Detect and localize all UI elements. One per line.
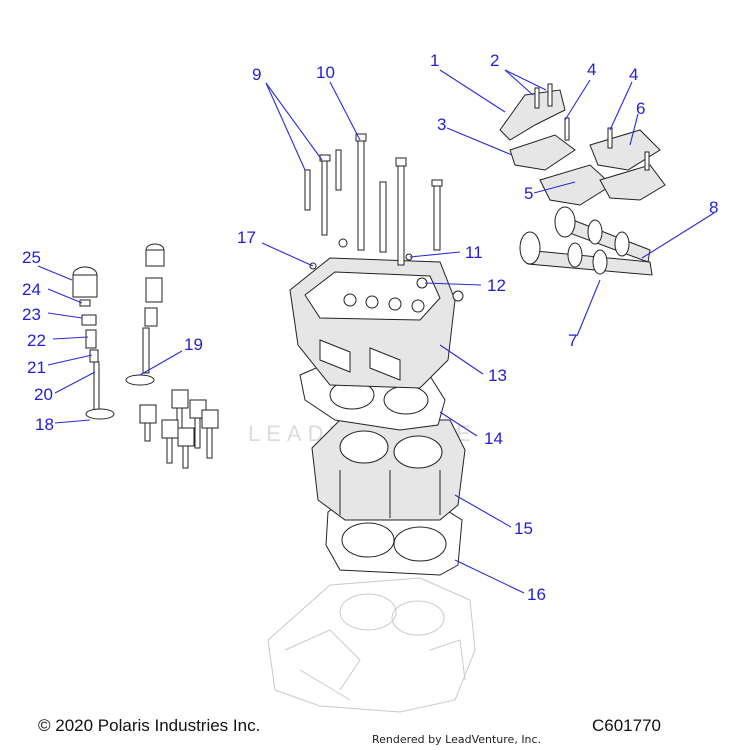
callout-13: 13 <box>488 366 507 385</box>
callout-22: 22 <box>27 331 46 350</box>
cylinder-head <box>289 257 456 389</box>
valve-lifter-cluster <box>139 389 219 469</box>
callout-23: 23 <box>22 305 41 324</box>
crankcase-ghost-illustration <box>267 577 476 713</box>
callout-2: 2 <box>490 51 499 70</box>
callout-7: 7 <box>568 331 577 350</box>
callout-1: 1 <box>430 51 439 70</box>
callout-8: 8 <box>709 198 718 217</box>
callout-16: 16 <box>527 585 546 604</box>
callout-10: 10 <box>316 63 335 82</box>
callout-19: 19 <box>184 335 203 354</box>
callout-24: 24 <box>22 280 41 299</box>
rendered-by-credit: Rendered by LeadVenture, Inc. <box>372 733 542 746</box>
callout-4-right: 4 <box>629 65 638 84</box>
callout-numbers: 1 2 3 4 4 5 6 7 8 9 10 11 12 13 14 15 16… <box>22 51 718 604</box>
callout-18: 18 <box>35 415 54 434</box>
head-bolts <box>304 133 443 266</box>
valve-assembly-center <box>125 243 165 386</box>
callout-12: 12 <box>487 276 506 295</box>
camshaft-caps <box>499 83 666 206</box>
callout-4-left: 4 <box>587 60 596 79</box>
cylinder-block <box>311 419 466 521</box>
callout-9: 9 <box>252 65 261 84</box>
valve-assembly-left <box>72 266 115 420</box>
small-fasteners <box>309 238 464 302</box>
diagram-code: C601770 <box>592 716 662 735</box>
callout-21: 21 <box>27 358 46 377</box>
callout-3: 3 <box>437 115 446 134</box>
leader-lines <box>37 69 715 594</box>
callout-11: 11 <box>465 243 483 262</box>
callout-5: 5 <box>524 184 533 203</box>
callout-17: 17 <box>237 228 256 247</box>
callout-25: 25 <box>22 248 41 267</box>
copyright-notice: © 2020 Polaris Industries Inc. <box>38 716 261 735</box>
callout-15: 15 <box>514 519 533 538</box>
callout-20: 20 <box>34 385 53 404</box>
camshafts <box>519 206 653 276</box>
callout-6: 6 <box>636 99 645 118</box>
callout-14: 14 <box>484 429 503 448</box>
